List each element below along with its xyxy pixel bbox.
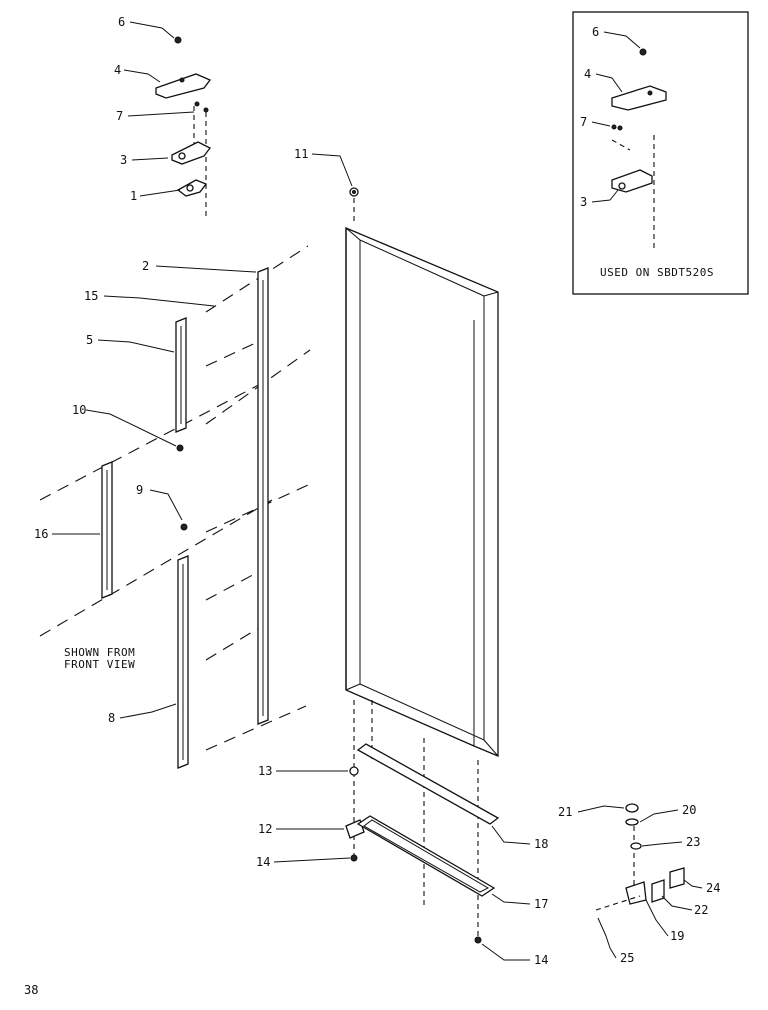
inset-box: 6 4 7 3 USED ON SBDT520S xyxy=(572,11,749,295)
callout-19: 19 xyxy=(670,929,684,943)
callout-22: 22 xyxy=(694,903,708,917)
callout-16: 16 xyxy=(34,527,48,541)
callout-1: 1 xyxy=(130,189,137,203)
callout-2: 2 xyxy=(142,259,149,273)
callout-21: 21 xyxy=(558,805,572,819)
callout-6: 6 xyxy=(118,15,125,29)
inset-callout-3: 3 xyxy=(580,195,587,209)
callout-15: 15 xyxy=(84,289,98,303)
callout-18: 18 xyxy=(534,837,548,851)
callout-8: 8 xyxy=(108,711,115,725)
hinge-cap-part xyxy=(155,73,212,99)
door-frame xyxy=(345,187,499,757)
view-note-line2: FRONT VIEW xyxy=(64,658,135,671)
page-number: 38 xyxy=(24,983,38,997)
inset-caption: USED ON SBDT520S xyxy=(600,266,714,279)
inset-callout-7: 7 xyxy=(580,115,587,129)
inset-hinge-bracket-part xyxy=(611,169,653,193)
inset-callout-4: 4 xyxy=(584,67,591,81)
top-hinge-assembly xyxy=(155,36,212,220)
callout-12: 12 xyxy=(258,822,272,836)
lower-hinge-parts xyxy=(595,803,685,937)
callout-9: 9 xyxy=(136,483,143,497)
callout-7: 7 xyxy=(116,109,123,123)
bottom-assembly xyxy=(345,700,500,944)
callout-11: 11 xyxy=(294,147,308,161)
inset-callout-6: 6 xyxy=(592,25,599,39)
lower-strip-part xyxy=(356,743,500,825)
callout-5: 5 xyxy=(86,333,93,347)
lower-channel-part xyxy=(356,815,496,897)
inset-screw-part xyxy=(639,48,647,56)
view-note-line1: SHOWN FROM xyxy=(64,646,135,659)
callout-3: 3 xyxy=(120,153,127,167)
callout-17: 17 xyxy=(534,897,548,911)
callout-labels: 6 4 7 3 1 11 2 15 5 10 9 16 8 13 12 14 1… xyxy=(34,15,720,967)
callout-leaders xyxy=(52,21,703,961)
callout-4: 4 xyxy=(114,63,121,77)
door-panel-assembly xyxy=(39,245,311,769)
callout-13: 13 xyxy=(258,764,272,778)
callout-14-bottom: 14 xyxy=(534,953,548,967)
callout-14-left: 14 xyxy=(256,855,270,869)
callout-20: 20 xyxy=(682,803,696,817)
callout-24: 24 xyxy=(706,881,720,895)
hinge-bracket-part xyxy=(171,141,211,165)
callout-10: 10 xyxy=(72,403,86,417)
callout-25: 25 xyxy=(620,951,634,965)
callout-23: 23 xyxy=(686,835,700,849)
